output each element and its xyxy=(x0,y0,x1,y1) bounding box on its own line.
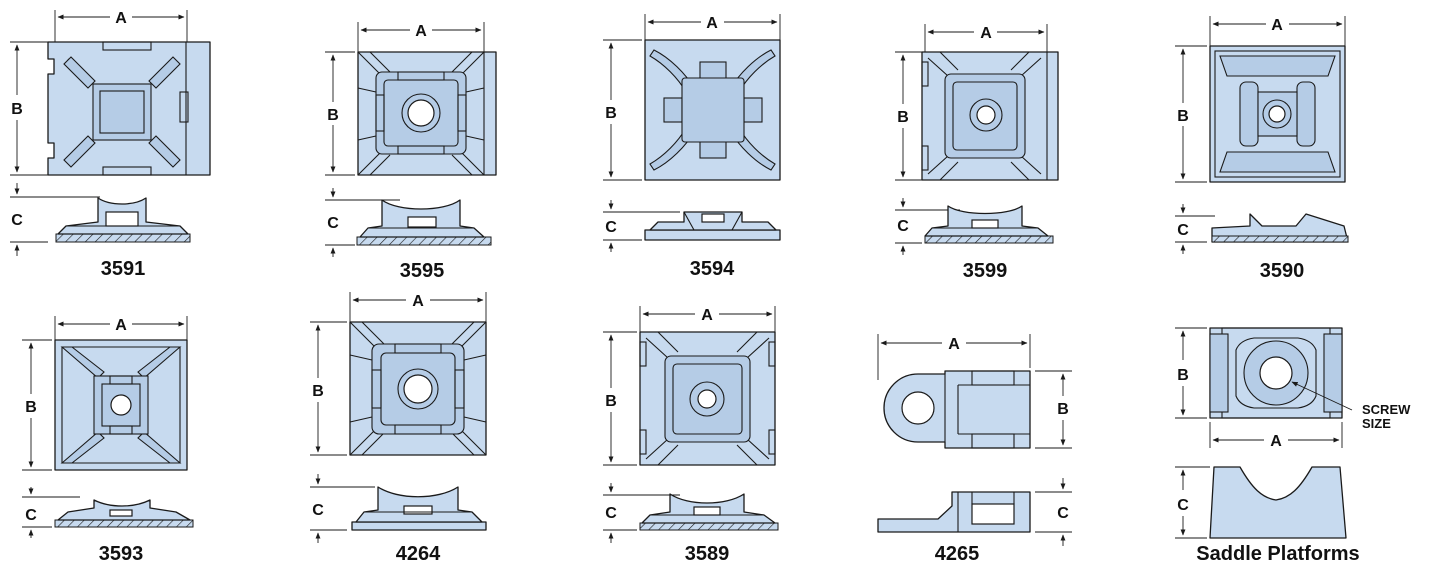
side-view-3590 xyxy=(1211,213,1349,243)
side-view-3594 xyxy=(644,211,781,241)
screw-size-label-line2: SIZE xyxy=(1362,416,1391,431)
top-view-3599 xyxy=(921,51,1059,181)
part-number-label: 3599 xyxy=(963,260,1008,282)
dimension-a-label: A xyxy=(980,25,992,42)
part-3594: A B C 3594 xyxy=(603,14,781,280)
dimension-a-label: A xyxy=(115,10,127,27)
dimension-b-label: B xyxy=(897,109,909,126)
dimension-b-label: B xyxy=(327,107,339,124)
dimension-b-label: B xyxy=(605,393,617,410)
side-view-4265 xyxy=(877,491,1031,533)
part-3599: A B C 3599 xyxy=(895,24,1059,282)
dimension-c-label: C xyxy=(1177,222,1189,239)
part-4265: A B C 4265 xyxy=(877,334,1072,565)
part-number-label: 4264 xyxy=(396,543,441,565)
part-number-label: 3591 xyxy=(101,258,146,280)
part-3593: A B C 3593 xyxy=(22,316,194,565)
part-3589: A B C 3589 xyxy=(603,306,779,565)
dimension-c-label: C xyxy=(327,215,339,232)
dimension-b-label: B xyxy=(312,383,324,400)
screw-size-label-line1: SCREW xyxy=(1362,402,1411,417)
dimension-c-label: C xyxy=(25,507,37,524)
dimension-c-label: C xyxy=(1057,505,1069,522)
top-view-4264 xyxy=(349,321,487,456)
side-view-3595 xyxy=(356,199,492,246)
dimension-b-label: B xyxy=(605,105,617,122)
top-view-3593 xyxy=(54,339,188,471)
dimension-c-label: C xyxy=(312,502,324,519)
dimension-c-label: C xyxy=(11,212,23,229)
top-view-4265 xyxy=(883,370,1031,449)
dimension-b-label: B xyxy=(1057,401,1069,418)
part-3591: A B C 3591 xyxy=(10,10,211,280)
part-number-label: 3590 xyxy=(1260,260,1305,282)
dimension-a-label: A xyxy=(115,317,127,334)
dimension-a-label: A xyxy=(706,15,718,32)
side-view-3589 xyxy=(639,493,779,531)
dimension-a-label: A xyxy=(1271,17,1283,34)
part-3595: A B C xyxy=(325,22,497,282)
dimension-a-label: A xyxy=(412,293,424,310)
part-saddle-platform: B SCREW SIZE A C Saddle Platforms xyxy=(1175,327,1411,565)
top-view-3590 xyxy=(1209,45,1346,183)
part-number-label: 4265 xyxy=(935,543,980,565)
part-number-label: Saddle Platforms xyxy=(1196,543,1359,565)
dimension-c-label: C xyxy=(605,505,617,522)
dimension-a-label: A xyxy=(948,336,960,353)
dimension-a-label: A xyxy=(701,307,713,324)
part-number-label: 3594 xyxy=(690,258,735,280)
dimension-b-label: B xyxy=(11,101,23,118)
top-view-saddle xyxy=(1209,327,1343,419)
dimension-b-label: B xyxy=(1177,108,1189,125)
dimension-b-label: B xyxy=(1177,367,1189,384)
side-view-3593 xyxy=(54,499,194,528)
side-view-3599 xyxy=(924,205,1054,244)
dimension-b-label: B xyxy=(25,399,37,416)
dimension-a-label: A xyxy=(415,23,427,40)
part-number-label: 3593 xyxy=(99,543,144,565)
dimension-c-label: C xyxy=(1177,497,1189,514)
side-view-saddle xyxy=(1209,466,1347,539)
part-number-label: 3595 xyxy=(400,260,445,282)
part-number-label: 3589 xyxy=(685,543,730,565)
side-view-3591 xyxy=(55,197,191,243)
dimension-c-label: C xyxy=(897,218,909,235)
top-view-3591 xyxy=(47,41,211,176)
top-view-3589 xyxy=(639,331,776,466)
part-3590: A B C 3590 xyxy=(1175,16,1349,282)
side-view-4264 xyxy=(351,486,487,531)
part-4264: A B C 4 xyxy=(310,292,487,565)
top-view-3594 xyxy=(644,39,781,181)
dimension-a-label: A xyxy=(1270,433,1282,450)
dimension-c-label: C xyxy=(605,219,617,236)
top-view-3595 xyxy=(357,51,497,176)
